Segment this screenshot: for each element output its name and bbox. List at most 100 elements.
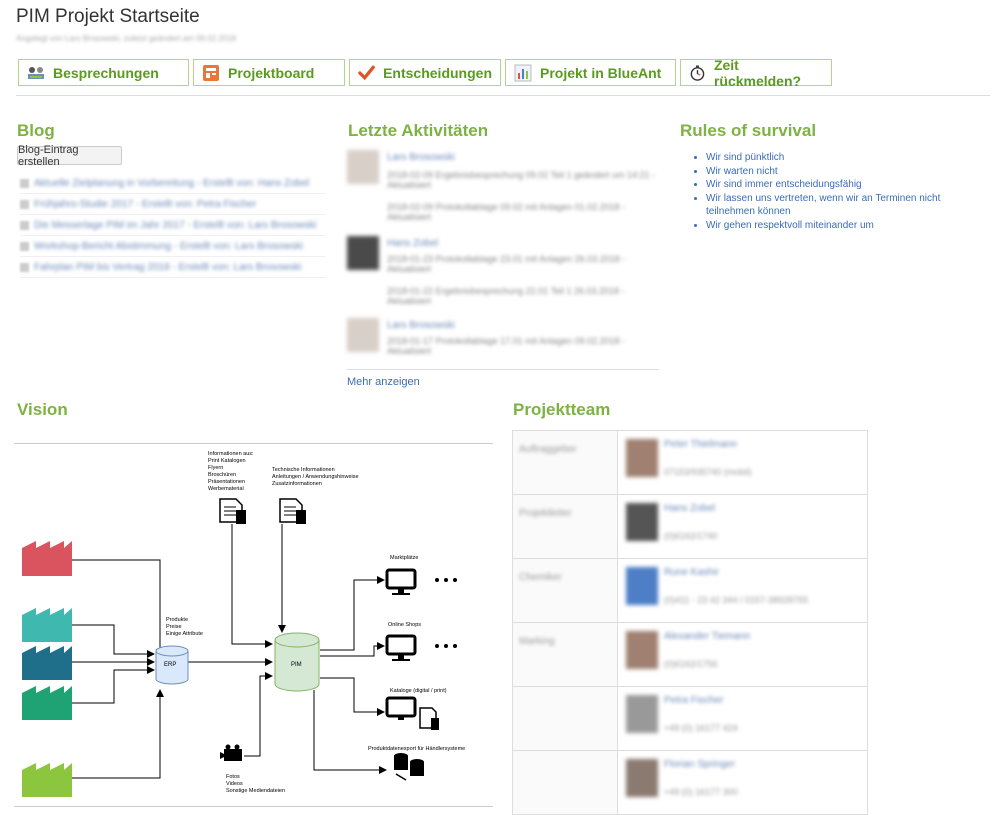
blog-title: Blog bbox=[17, 121, 55, 140]
activity-user-link[interactable]: Lars Brosowski bbox=[387, 320, 455, 331]
blog-post-icon bbox=[20, 262, 29, 272]
blog-entry[interactable]: Die Messerlage PIM im Jahr 2017 - Erstel… bbox=[20, 215, 326, 236]
monitor-icon bbox=[385, 634, 417, 661]
table-row: Petra Fischer +49 (0) 16177 424 bbox=[513, 687, 867, 751]
media-item: Videos bbox=[226, 781, 243, 787]
person-phone: (0)6162/1756 bbox=[664, 659, 718, 669]
avatar bbox=[626, 695, 658, 733]
person-phone: +49 (0) 16177 424 bbox=[664, 723, 738, 733]
activity-item[interactable]: 2018-02-09 Ergebnisbesprechung 09.02 Tei… bbox=[387, 170, 656, 190]
table-row: Projektleiter Hans Zobel(0)6162/1740 bbox=[513, 495, 867, 559]
nav-label: Entscheidungen bbox=[383, 64, 492, 81]
activity-group: Lars Brosowski 2018-02-09 Ergebnisbespre… bbox=[347, 146, 659, 226]
person-name-link[interactable]: Hans Zobel bbox=[664, 503, 716, 514]
team-title: Projektteam bbox=[513, 400, 611, 419]
avatar bbox=[626, 503, 658, 541]
nav-label: Projektboard bbox=[228, 64, 315, 81]
person-phone: (0)6162/1740 bbox=[664, 531, 718, 541]
blog-entry[interactable]: Workshop-Bericht Abstimmung - Erstellt v… bbox=[20, 236, 326, 257]
blog-entry[interactable]: Frühjahrs-Studie 2017 - Erstellt von: Pe… bbox=[20, 194, 326, 215]
activity-item[interactable]: 2018-02-09 Protokollablage 09.02 mit Anl… bbox=[387, 202, 626, 222]
output-label: Produktdatenexport für Händlersysteme bbox=[368, 746, 465, 752]
rule-item[interactable]: Wir sind immer entscheidungsfähig bbox=[706, 178, 987, 192]
nav-entscheidungen-button[interactable]: Entscheidungen bbox=[349, 59, 501, 86]
rule-item[interactable]: Wir gehen respektvoll miteinander um bbox=[706, 219, 987, 233]
avatar bbox=[347, 236, 379, 270]
factory-icon bbox=[22, 608, 72, 642]
info-item: Werbematerial bbox=[208, 486, 244, 492]
blog-post-icon bbox=[20, 178, 29, 188]
output-label: Kataloge (digital / print) bbox=[390, 688, 447, 694]
erp-database: ERP bbox=[155, 645, 189, 685]
person-name-link[interactable]: Peter Thielmann bbox=[664, 439, 738, 450]
activity-user-link[interactable]: Hans Zobel bbox=[387, 238, 439, 249]
avatar bbox=[626, 439, 658, 477]
table-row: Florian Springer +49 (0) 16177 300 bbox=[513, 751, 867, 815]
activity-group: Lars Brosowski 2018-01-17 Protokollablag… bbox=[347, 316, 659, 366]
blog-post-icon bbox=[20, 199, 29, 209]
show-more-link[interactable]: Mehr anzeigen bbox=[347, 376, 420, 388]
media-item: Sonstige Mediendateien bbox=[226, 788, 285, 794]
nav-zeit-button[interactable]: Zeit rückmelden? bbox=[680, 57, 832, 89]
more-dots-icon bbox=[435, 578, 457, 582]
connector-lines bbox=[72, 524, 387, 779]
person-phone: +49 (0) 16177 300 bbox=[664, 787, 738, 797]
factory-icon bbox=[22, 686, 72, 720]
create-blog-entry-button[interactable]: Blog-Eintrag erstellen bbox=[17, 144, 122, 168]
nav-label: Projekt in BlueAnt bbox=[540, 64, 662, 81]
database-export-icon bbox=[394, 753, 424, 781]
nav-projektboard-button[interactable]: Projektboard bbox=[193, 59, 345, 86]
erp-attribute: Produkte bbox=[166, 617, 188, 623]
factory-icons bbox=[22, 541, 72, 797]
rule-item[interactable]: Wir sind pünktlich bbox=[706, 151, 987, 165]
info-item: Print Katalogen bbox=[208, 458, 246, 464]
info-item: Broschüren bbox=[208, 472, 236, 478]
person-name-link[interactable]: Alexander Tiemann bbox=[664, 631, 751, 642]
more-dots-icon bbox=[435, 644, 457, 648]
avatar bbox=[626, 759, 658, 797]
person-name-link[interactable]: Rune Kashir bbox=[664, 567, 720, 578]
blog-post-icon bbox=[20, 241, 29, 251]
page-metadata: Angelegt von Lars Brosowski, zuletzt geä… bbox=[16, 34, 237, 43]
rule-item[interactable]: Wir warten nicht bbox=[706, 165, 987, 179]
blog-entry[interactable]: Fahrplan PIM bis Vertrag 2018 - Erstellt… bbox=[20, 257, 326, 278]
avatar bbox=[347, 150, 379, 184]
activity-item[interactable]: 2018-01-17 Protokollablage 17.01 mit Anl… bbox=[387, 336, 626, 356]
avatar bbox=[626, 567, 658, 605]
activities-title: Letzte Aktivitäten bbox=[348, 121, 489, 140]
blog-post-icon bbox=[20, 220, 29, 230]
person-name-link[interactable]: Florian Springer bbox=[664, 759, 736, 770]
meeting-icon bbox=[28, 66, 44, 79]
person-name-link[interactable]: Petra Fischer bbox=[664, 695, 724, 706]
blog-entry-list: Aktuelle Zielplanung in Vorbereitung - E… bbox=[20, 173, 326, 278]
factory-icon bbox=[22, 646, 72, 680]
chart-icon bbox=[514, 64, 532, 81]
activity-item[interactable]: 2018-01-23 Protokollablage 23.01 mit Anl… bbox=[387, 254, 626, 274]
erp-attribute: Einige Attribute bbox=[166, 631, 203, 637]
output-label: Marktplätze bbox=[390, 555, 418, 561]
role-label: Marking bbox=[519, 636, 555, 647]
nav-blueant-button[interactable]: Projekt in BlueAnt bbox=[505, 59, 676, 86]
nav-besprechungen-button[interactable]: Besprechungen bbox=[18, 59, 189, 86]
person-phone: 07153/935740 (mobil) bbox=[664, 467, 752, 477]
rule-item[interactable]: Wir lassen uns vertreten, wenn wir an Te… bbox=[706, 192, 987, 219]
catalog-icon bbox=[385, 696, 439, 730]
person-phone: (0)411 - 23 42 344 / 0157-38928755 bbox=[664, 595, 808, 605]
page-title: PIM Projekt Startseite bbox=[16, 6, 200, 27]
rules-title: Rules of survival bbox=[680, 121, 817, 140]
erp-label: ERP bbox=[164, 662, 176, 668]
activity-item[interactable]: 2018-01-22 Ergebnisbesprechung 22.01 Tei… bbox=[387, 286, 625, 306]
info-item: Präsentationen bbox=[208, 479, 245, 485]
avatar bbox=[347, 318, 379, 352]
diagram-labels: Informationen aus: Print Katalogen Flyer… bbox=[166, 451, 465, 794]
blog-entry[interactable]: Aktuelle Zielplanung in Vorbereitung - E… bbox=[20, 173, 326, 194]
tech-item: Zusatzinformationen bbox=[272, 481, 322, 487]
factory-icon bbox=[22, 763, 72, 797]
activity-user-link[interactable]: Lars Brosowski bbox=[387, 152, 455, 163]
checkmark-icon bbox=[358, 65, 375, 80]
document-icon bbox=[279, 498, 306, 524]
nav-label: Besprechungen bbox=[53, 64, 159, 81]
board-icon bbox=[203, 64, 219, 81]
